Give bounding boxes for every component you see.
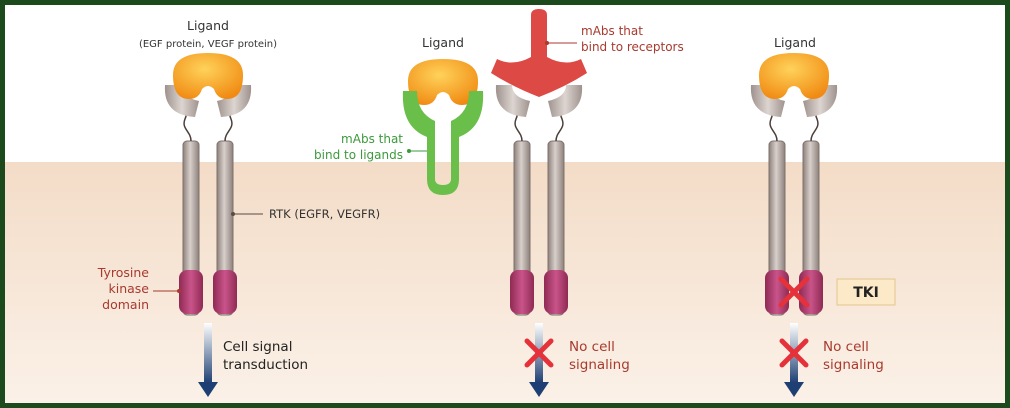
mab-receptor-label-line-1: mAbs that bbox=[581, 24, 643, 38]
receptor-cup-right bbox=[217, 85, 252, 117]
no-signal-line-1: No cell bbox=[823, 339, 869, 355]
tk-leader-dot bbox=[177, 289, 181, 293]
no-signal-line-2: signaling bbox=[569, 357, 630, 373]
block-x-icon bbox=[779, 338, 809, 368]
signal-label-line-1: Cell signal bbox=[223, 339, 292, 355]
ligand-label: Ligand bbox=[774, 35, 816, 50]
mab-ligand-antibody bbox=[402, 91, 484, 195]
kinase-domain-right bbox=[213, 270, 237, 314]
tk-label-line-2: kinase bbox=[109, 281, 150, 296]
signal-arrow-head bbox=[198, 382, 218, 397]
mab-receptor-leader-dot bbox=[545, 41, 549, 45]
no-signal-line-2: signaling bbox=[823, 357, 884, 373]
blocked-arrow-head bbox=[784, 382, 804, 397]
tk-label-line-3: domain bbox=[102, 297, 149, 312]
ligand-label: Ligand bbox=[187, 18, 229, 33]
mab-receptor-antibody bbox=[491, 9, 587, 97]
mab-ligand-label-line-2: bind to ligands bbox=[314, 148, 403, 162]
kinase-domain-left bbox=[510, 270, 534, 314]
mab-ligand-target-label: Ligand bbox=[422, 35, 464, 50]
tki-badge bbox=[836, 278, 896, 306]
kinase-domain-right bbox=[799, 270, 823, 314]
panel-normal-signaling: Ligand (EGF protein, VEGF protein) RTK (… bbox=[97, 18, 380, 397]
rtk-inhibition-diagram: Ligand (EGF protein, VEGF protein) RTK (… bbox=[5, 9, 1005, 403]
kinase-block-x-icon bbox=[778, 276, 810, 308]
ligand-shape bbox=[173, 53, 243, 99]
receptor-cup-left bbox=[750, 85, 785, 117]
kinase-domain-left bbox=[765, 270, 789, 314]
panel-monoclonal-antibodies: Ligand mAbs that bind to ligands mAbs th… bbox=[314, 9, 684, 397]
blocked-arrow-head bbox=[529, 382, 549, 397]
rtk-label: RTK (EGFR, VEGFR) bbox=[269, 207, 380, 221]
receptor-cup-left bbox=[495, 85, 530, 117]
mab-ligand-leader-dot bbox=[407, 149, 411, 153]
kinase-domain-left bbox=[179, 270, 203, 314]
rtk-leader-dot bbox=[231, 212, 235, 216]
mab-ligand-label-line-1: mAbs that bbox=[341, 132, 403, 146]
ligand-shape bbox=[759, 53, 829, 99]
free-ligand-shape bbox=[408, 59, 478, 105]
receptor-cup-right bbox=[548, 85, 583, 117]
receptor-cup-right bbox=[803, 85, 838, 117]
tk-label-line-1: Tyrosine bbox=[97, 265, 150, 280]
kinase-domain-right bbox=[544, 270, 568, 314]
tki-label: TKI bbox=[853, 285, 879, 301]
signal-label-line-2: transduction bbox=[223, 357, 308, 373]
mab-receptor-label-line-2: bind to receptors bbox=[581, 40, 684, 54]
block-x-icon bbox=[524, 338, 554, 368]
ligand-sublabel: (EGF protein, VEGF protein) bbox=[139, 39, 277, 50]
signal-arrow-shaft bbox=[204, 323, 212, 383]
panel-tyrosine-kinase-inhibitor: Ligand TKI No cell signaling bbox=[750, 35, 896, 397]
receptor-cup-left bbox=[164, 85, 199, 117]
no-signal-line-1: No cell bbox=[569, 339, 615, 355]
